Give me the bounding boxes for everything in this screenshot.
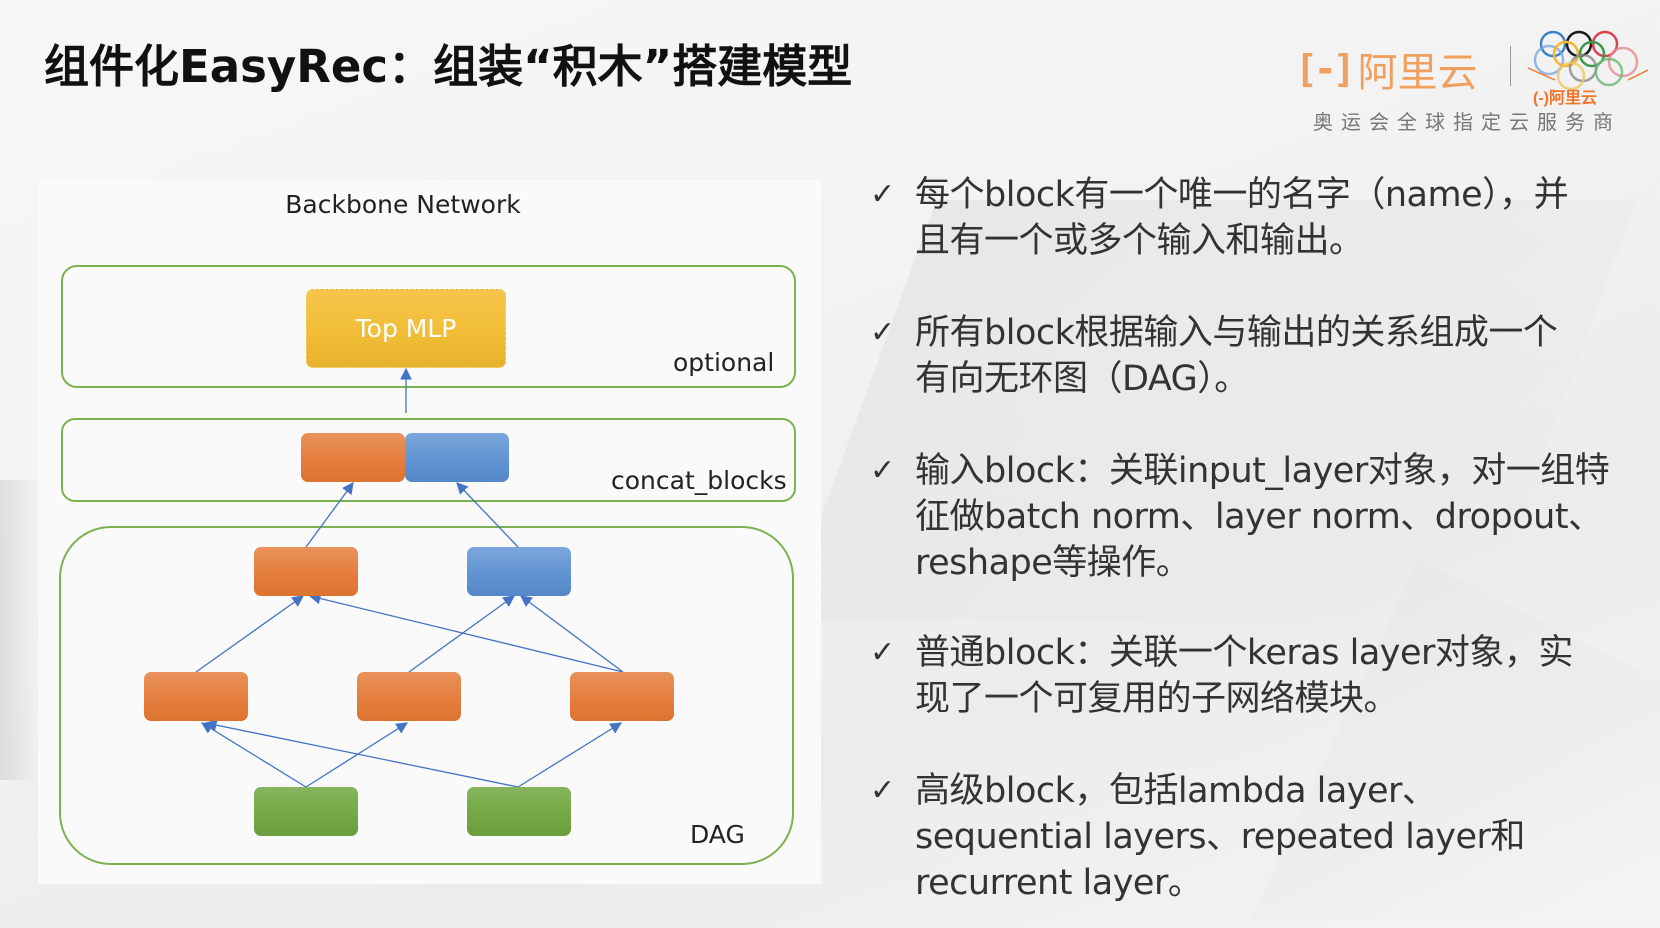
dag-l2-middle-block (357, 672, 461, 721)
bullet-line: 有向无环图（DAG）。 (915, 359, 1249, 399)
bullet-line: 输入block：关联input_layer对象，对一组特 (915, 451, 1610, 491)
bullet-line: 且有一个或多个输入和输出。 (915, 221, 1364, 261)
check-icon: ✓ (870, 635, 896, 670)
dag-label: DAG (690, 820, 745, 849)
bullet-item: ✓ 输入block：关联input_layer对象，对一组特 征做batch n… (870, 448, 1650, 586)
dag-l2-right-block (570, 672, 674, 721)
edge-l2-middle-to-l1-blue (408, 595, 515, 673)
top-mlp-label: Top MLP (355, 314, 457, 343)
edge-input-right-to-l2-right (517, 722, 622, 788)
aliyun-brand: [-] 阿里云 (1295, 40, 1478, 98)
edge-input-left-to-l2-left (201, 722, 307, 788)
dag-input-right-block (467, 787, 571, 836)
edge-layer (195, 367, 624, 788)
dag-input-left-block (254, 787, 358, 836)
slide-title: 组件化EasyRec：组装“积木”搭建模型 (44, 40, 853, 93)
edge-l2-right-to-l1-blue (520, 595, 624, 673)
check-icon: ✓ (870, 773, 896, 808)
bullet-item: ✓ 每个block有一个唯一的名字（name），并 且有一个或多个输入和输出。 (870, 172, 1650, 264)
logo-divider (1510, 46, 1511, 86)
aliyun-olympic-logo: [-] 阿里云 (-)阿里云 奥运会全球指定云服务商 (1295, 28, 1655, 138)
concat-blue-block (405, 433, 509, 482)
backbone-network-diagram: Backbone Network optional concat_blocks … (38, 180, 821, 884)
dag-group (59, 526, 794, 865)
bullet-line: 普通block：关联一个keras layer对象，实 (915, 633, 1573, 673)
bullet-item: ✓ 普通block：关联一个keras layer对象，实 现了一个可复用的子网… (870, 630, 1650, 722)
aliyun-bracket-icon: [-] (1295, 47, 1356, 91)
concat-blocks-label: concat_blocks (611, 466, 787, 495)
check-icon: ✓ (870, 177, 896, 212)
concat-orange-block (301, 433, 405, 482)
bullet-line: 高级block，包括lambda layer、 (915, 771, 1437, 811)
bullet-item: ✓ 所有block根据输入与输出的关系组成一个 有向无环图（DAG）。 (870, 310, 1650, 402)
brand-name: 阿里云 (1357, 50, 1478, 96)
diagram-title: Backbone Network (285, 190, 521, 219)
edge-input-right-to-l2-left (204, 719, 519, 788)
check-icon: ✓ (870, 315, 896, 350)
check-icon: ✓ (870, 453, 896, 488)
bullet-line: recurrent layer。 (915, 863, 1203, 903)
bullet-line: 每个block有一个唯一的名字（name），并 (915, 175, 1569, 215)
bullet-line: reshape等操作。 (915, 543, 1191, 583)
dag-l1-blue-block (467, 547, 571, 596)
background-decoration (0, 480, 40, 780)
logo-tagline: 奥运会全球指定云服务商 (1313, 110, 1621, 134)
concat-blocks-group (61, 418, 796, 502)
bullet-line: 现了一个可复用的子网络模块。 (915, 679, 1399, 719)
bullet-line: 所有block根据输入与输出的关系组成一个 (915, 313, 1558, 353)
edge-l1-orange-to-concat-orange (305, 482, 354, 548)
edge-l2-right-to-l1-orange (308, 592, 624, 673)
olympic-rings-icon (1527, 30, 1649, 91)
dag-l1-orange-block (254, 547, 358, 596)
edge-l1-blue-to-concat-blue (456, 482, 519, 548)
edge-input-left-to-l2-middle (305, 722, 408, 788)
dag-l2-left-block (144, 672, 248, 721)
edge-l2-left-to-l1-orange (195, 595, 304, 673)
top-mlp-block: Top MLP (306, 289, 506, 368)
optional-label: optional (673, 348, 775, 377)
bullet-item: ✓ 高级block，包括lambda layer、 sequential lay… (870, 768, 1650, 906)
optional-group (61, 265, 796, 388)
bullet-line: 征做batch norm、layer norm、dropout、 (915, 497, 1603, 537)
bullet-line: sequential layers、repeated layer和 (915, 817, 1525, 857)
small-brand-text: (-)阿里云 (1533, 90, 1597, 107)
